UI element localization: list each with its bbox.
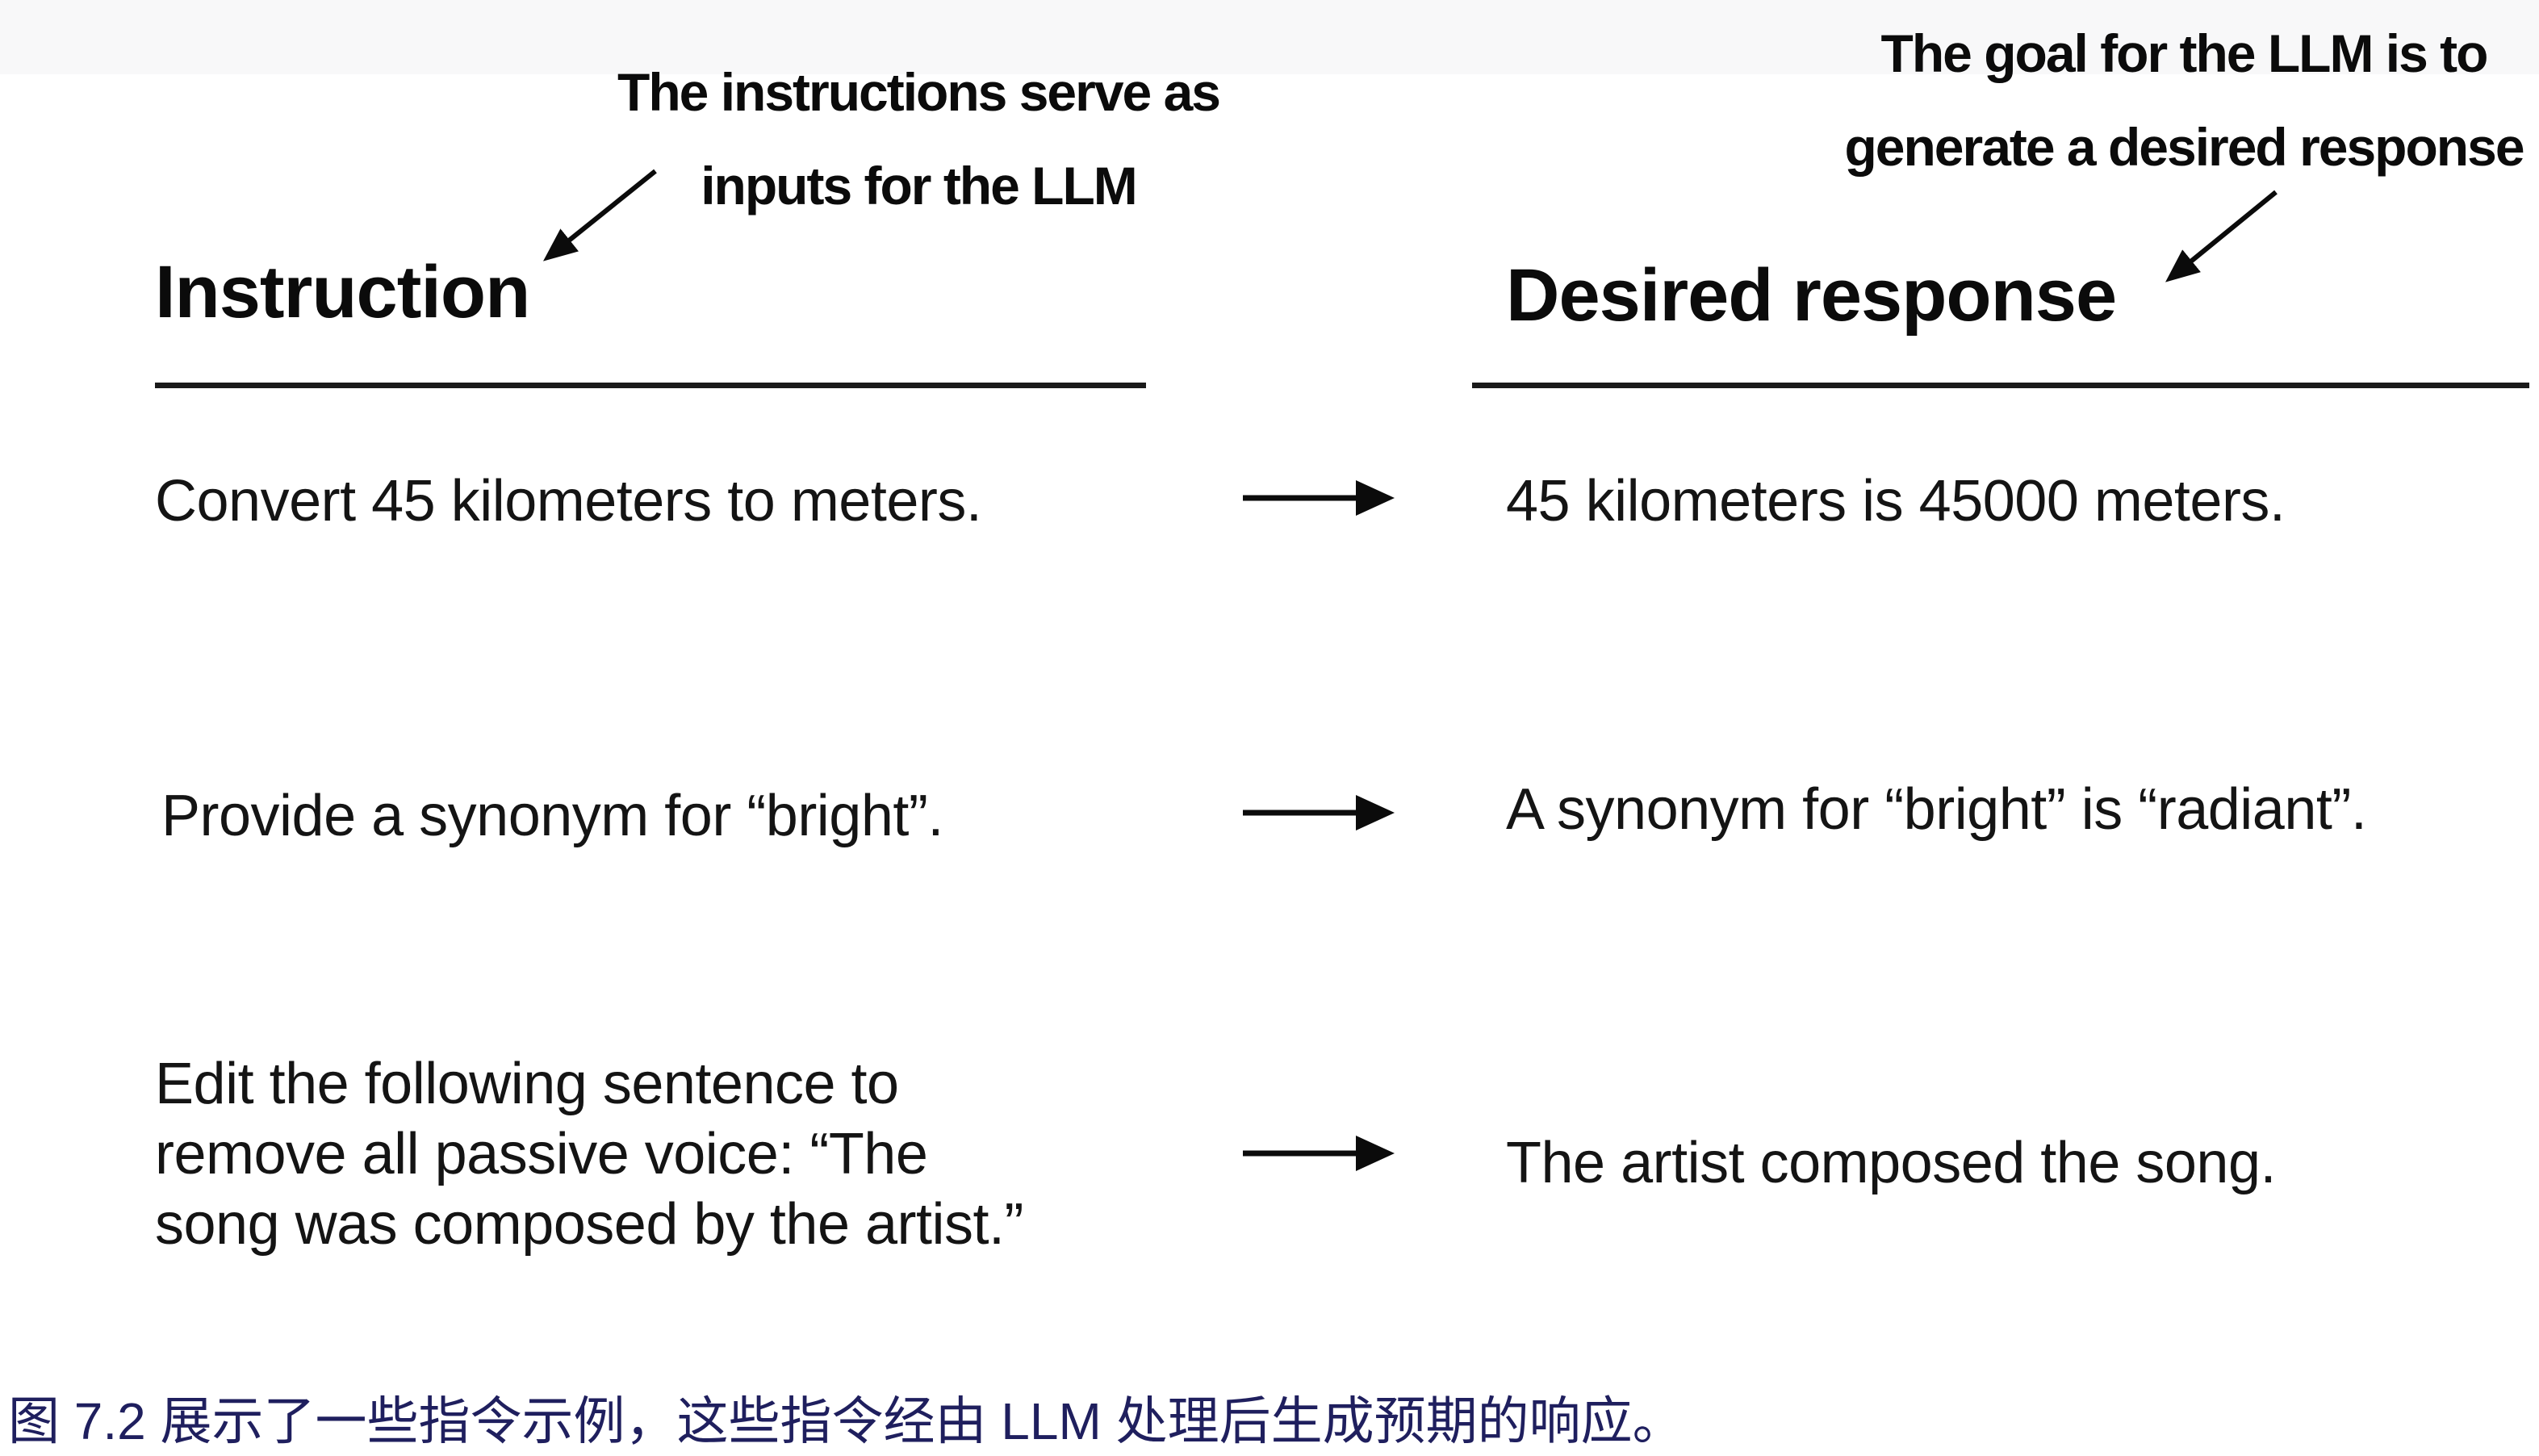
response-text-row2: A synonym for “bright” is “radiant”.: [1506, 777, 2367, 842]
response-text-row1: 45 kilometers is 45000 meters.: [1506, 469, 2286, 533]
arrow-right-icon: [1243, 480, 1395, 516]
response-text-row3: The artist composed the song.: [1506, 1131, 2277, 1195]
instruction-header-rule: [155, 383, 1146, 388]
column-header-instruction: Instruction: [155, 251, 530, 333]
caption-strip: [0, 0, 2539, 74]
annotation-response-note: The goal for the LLM is to generate a de…: [1844, 23, 2524, 177]
figure-caption: 图 7.2 展示了一些指令示例，这些指令经由 LLM 处理后生成预期的响应。: [8, 1392, 1684, 1450]
annotation-instruction-note: The instructions serve as inputs for the…: [617, 62, 1221, 215]
instruction-text-row3: Edit the following sentence to remove al…: [155, 1052, 1024, 1257]
response-header-rule: [1472, 383, 2529, 388]
column-header-desired-response: Desired response: [1506, 254, 2117, 337]
annotation-arrow-left-icon: [542, 169, 657, 261]
instruction-text-row1: Convert 45 kilometers to meters.: [155, 469, 982, 533]
instruction-text-row2: Provide a synonym for “bright”.: [161, 784, 943, 848]
annotation-arrow-right-icon: [2165, 190, 2278, 282]
arrow-right-icon: [1243, 1136, 1395, 1171]
arrow-right-icon: [1243, 795, 1395, 831]
